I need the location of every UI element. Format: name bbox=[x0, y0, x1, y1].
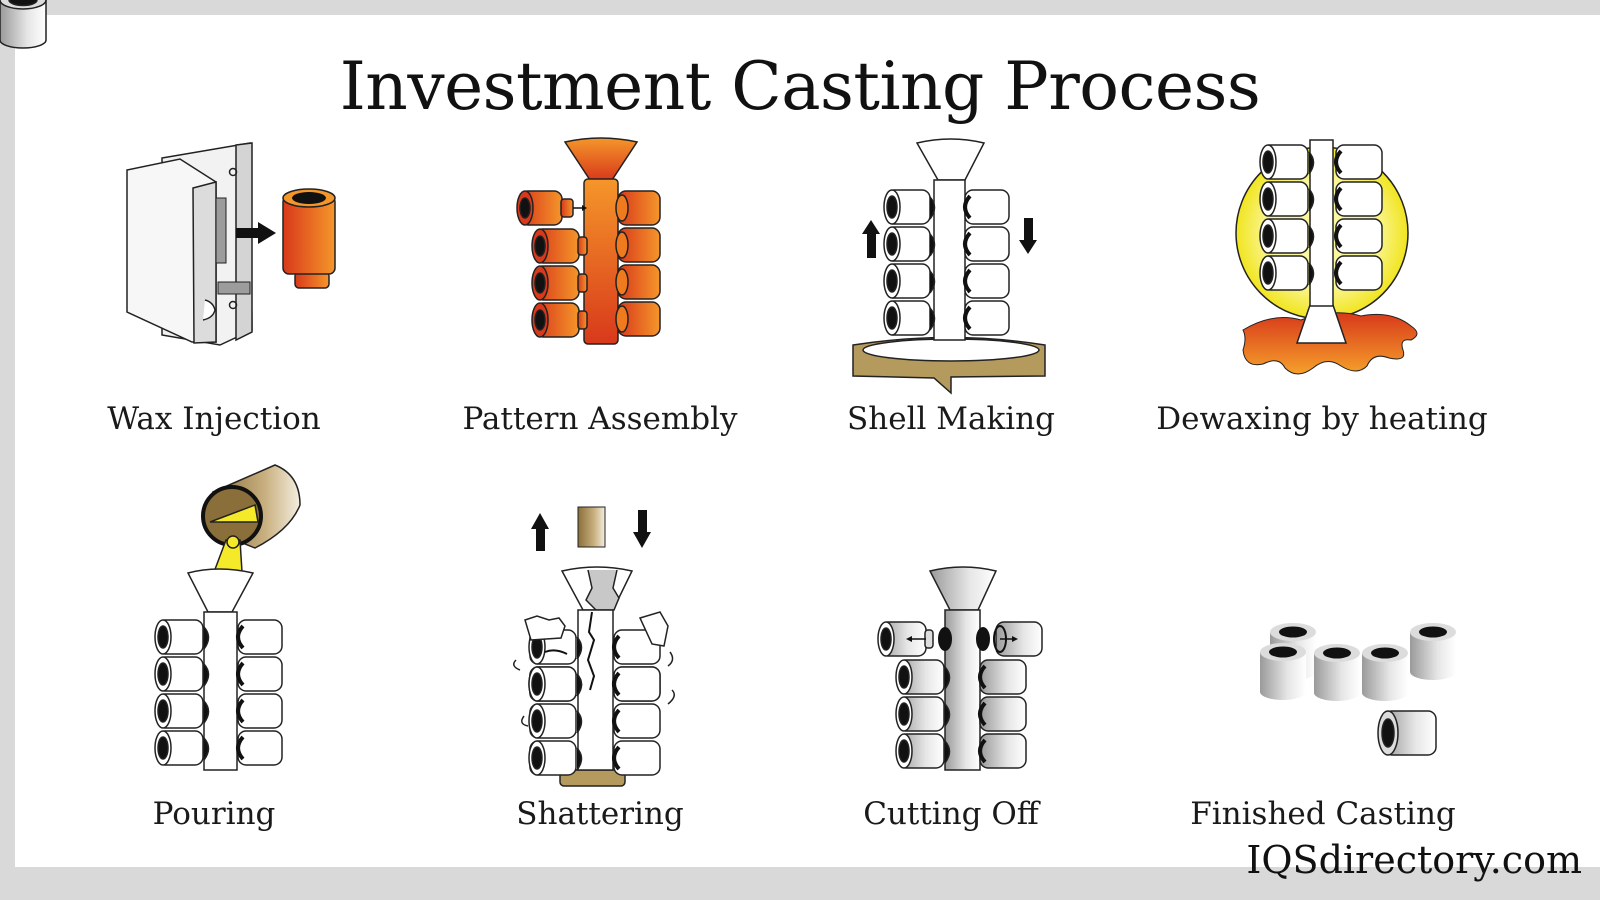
page-title: Investment Casting Process bbox=[339, 48, 1261, 125]
step-label: Finished Casting bbox=[1190, 796, 1456, 832]
step-label: Shell Making bbox=[847, 401, 1055, 437]
step-label: Dewaxing by heating bbox=[1156, 401, 1488, 437]
step-label: Pouring bbox=[152, 796, 276, 832]
step-label: Shattering bbox=[516, 796, 684, 832]
step-label: Pattern Assembly bbox=[462, 401, 738, 437]
brand-watermark: IQSdirectory.com bbox=[1246, 838, 1582, 882]
step-label: Wax Injection bbox=[107, 401, 321, 437]
step-label: Cutting Off bbox=[863, 796, 1039, 832]
